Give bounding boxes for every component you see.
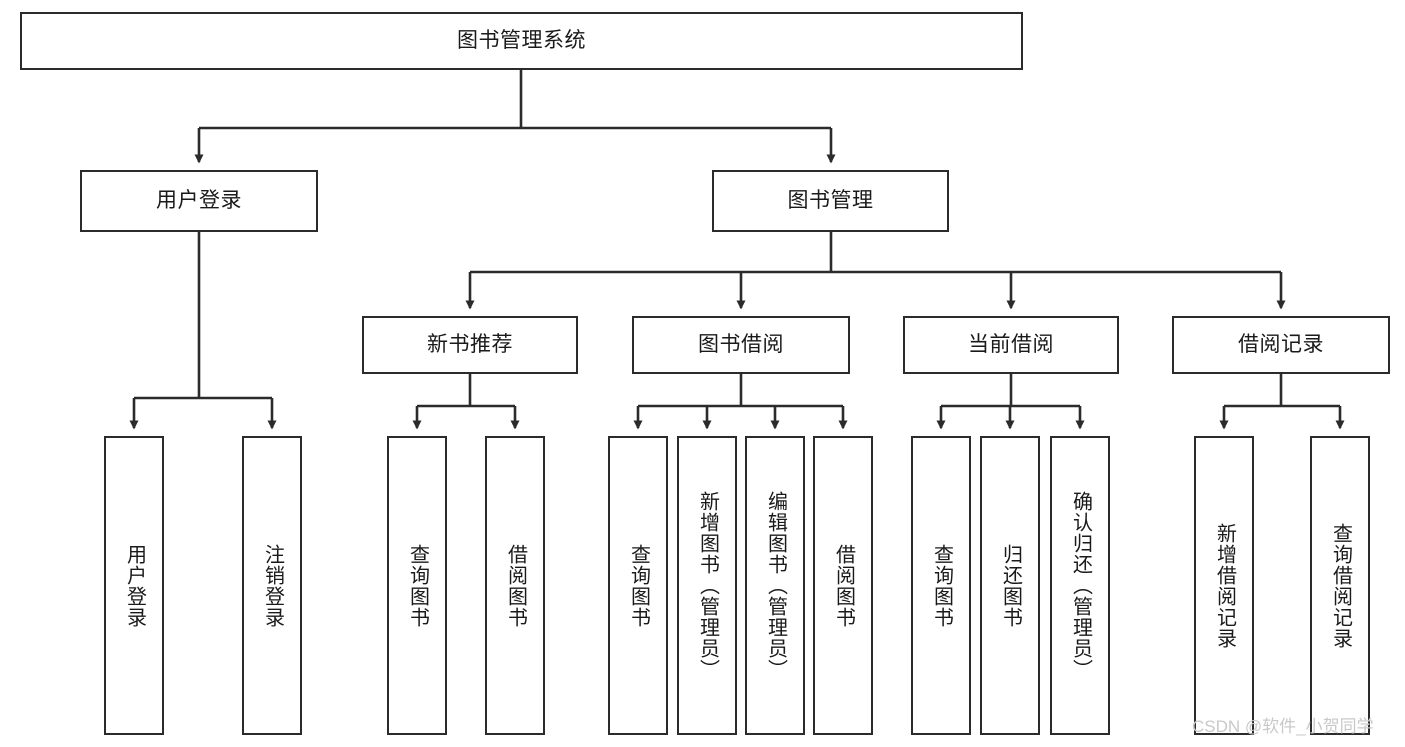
node-new-book-recommend-label: 新书推荐: [427, 333, 513, 357]
node-leaf-query-book-b[interactable]: 查询图书: [608, 436, 668, 735]
node-leaf-add-book[interactable]: 新增图书（管理员）: [677, 436, 737, 735]
node-current-borrow-label: 当前借阅: [968, 333, 1054, 357]
node-leaf-confirm-return-label: 确认归还（管理员）: [1069, 491, 1092, 680]
node-new-book-recommend[interactable]: 新书推荐: [362, 316, 578, 374]
node-leaf-borrow-book-a-label: 借阅图书: [504, 543, 527, 628]
node-leaf-query-book-c-label: 查询图书: [930, 543, 953, 628]
node-leaf-add-book-label: 新增图书（管理员）: [696, 491, 719, 680]
node-leaf-query-borrow-record-label: 查询借阅记录: [1329, 522, 1352, 649]
node-leaf-query-book-c[interactable]: 查询图书: [911, 436, 971, 735]
node-leaf-logout-login-label: 注销登录: [261, 543, 284, 628]
node-leaf-query-book-a-label: 查询图书: [406, 543, 429, 628]
node-leaf-borrow-book-b-label: 借阅图书: [832, 543, 855, 628]
node-user-login-label: 用户登录: [156, 189, 242, 213]
node-borrow-record[interactable]: 借阅记录: [1172, 316, 1390, 374]
node-book-borrow-label: 图书借阅: [698, 333, 784, 357]
node-leaf-return-book[interactable]: 归还图书: [980, 436, 1040, 735]
node-leaf-query-book-a[interactable]: 查询图书: [387, 436, 447, 735]
node-user-login[interactable]: 用户登录: [80, 170, 318, 232]
node-leaf-query-book-b-label: 查询图书: [627, 543, 650, 628]
node-leaf-logout-login[interactable]: 注销登录: [242, 436, 302, 735]
node-current-borrow[interactable]: 当前借阅: [903, 316, 1119, 374]
node-leaf-query-borrow-record[interactable]: 查询借阅记录: [1310, 436, 1370, 735]
node-leaf-user-login-label: 用户登录: [123, 543, 146, 628]
node-book-borrow[interactable]: 图书借阅: [632, 316, 850, 374]
node-root[interactable]: 图书管理系统: [20, 12, 1023, 70]
node-root-label: 图书管理系统: [457, 29, 586, 53]
node-borrow-record-label: 借阅记录: [1238, 333, 1324, 357]
node-book-manage-label: 图书管理: [787, 189, 874, 213]
node-leaf-borrow-book-b[interactable]: 借阅图书: [813, 436, 873, 735]
node-leaf-edit-book[interactable]: 编辑图书（管理员）: [745, 436, 805, 735]
node-leaf-return-book-label: 归还图书: [999, 543, 1022, 628]
node-book-manage[interactable]: 图书管理: [712, 170, 949, 232]
node-leaf-user-login[interactable]: 用户登录: [104, 436, 164, 735]
node-leaf-edit-book-label: 编辑图书（管理员）: [764, 491, 787, 680]
node-leaf-add-borrow-record[interactable]: 新增借阅记录: [1194, 436, 1254, 735]
node-leaf-confirm-return[interactable]: 确认归还（管理员）: [1050, 436, 1110, 735]
node-leaf-borrow-book-a[interactable]: 借阅图书: [485, 436, 545, 735]
node-leaf-add-borrow-record-label: 新增借阅记录: [1213, 522, 1236, 649]
